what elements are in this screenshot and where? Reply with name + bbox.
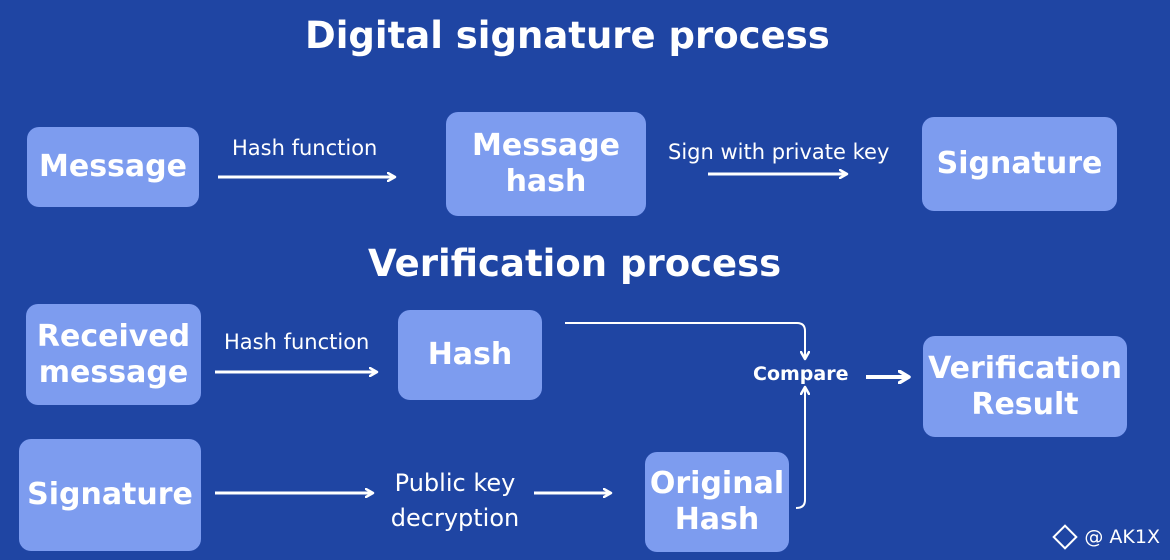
sign-private-key-label: Sign with private key	[668, 140, 890, 164]
public-key-line1: Public key	[394, 469, 516, 497]
public-key-decryption-label: Public key decryption	[380, 466, 530, 536]
watermark-text: @ AK1X	[1084, 526, 1160, 548]
message-box: Message	[27, 127, 199, 207]
verify-hash-function-label: Hash function	[224, 330, 370, 354]
verification-result-box: Verification Result	[923, 336, 1127, 437]
signing-process-title: Digital signature process	[305, 14, 830, 57]
watermark: @ AK1X	[1052, 524, 1160, 550]
signature-box: Signature	[922, 117, 1117, 211]
verification-process-title: Verification process	[368, 242, 782, 285]
hash-function-label: Hash function	[232, 136, 378, 160]
public-key-line2: decryption	[390, 503, 520, 532]
received-message-box: Received message	[26, 304, 201, 405]
original-hash-box: Original Hash	[645, 452, 789, 552]
arrow-original-to-compare	[795, 388, 805, 509]
verify-signature-box: Signature	[19, 439, 201, 551]
arrow-hash-to-compare	[565, 322, 805, 358]
message-hash-box: Message hash	[446, 112, 646, 216]
binance-logo-icon	[1052, 524, 1079, 550]
compare-label: Compare	[753, 363, 849, 385]
hash-box: Hash	[398, 310, 542, 400]
